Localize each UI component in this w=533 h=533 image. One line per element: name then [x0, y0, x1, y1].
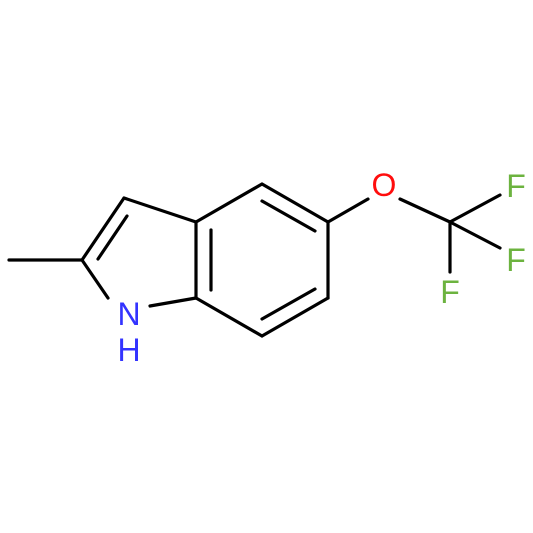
bond-c2-n1: [80, 258, 110, 300]
bond-c2-c3-inner: [96, 214, 129, 261]
bond-o-cf3: [398, 197, 452, 224]
hydrogen-atom-label: H: [117, 332, 140, 368]
bond-n1-c7a: [148, 296, 198, 308]
bond-c3a-c4: [194, 182, 264, 224]
bond-c6-c7: [260, 296, 330, 338]
bond-c4-c5-inner: [260, 199, 317, 233]
nitrogen-atom-label: N: [117, 296, 140, 332]
bond-c4-c5: [260, 182, 330, 224]
fluorine-atom-label-3: F: [440, 274, 460, 310]
fluorine-atom-label-1: F: [506, 168, 526, 204]
oxygen-atom-label: O: [372, 167, 397, 203]
bond-c7-c7a: [194, 296, 264, 338]
bond-c-f2: [448, 220, 502, 250]
fluorine-atom-label-2: F: [506, 242, 526, 278]
bond-c5-o: [326, 197, 370, 224]
bond-c-f1: [448, 193, 502, 224]
bond-c3-c3a: [122, 196, 198, 224]
bond-c6-c7-inner: [260, 287, 317, 321]
bond-c2-c3: [80, 196, 126, 262]
